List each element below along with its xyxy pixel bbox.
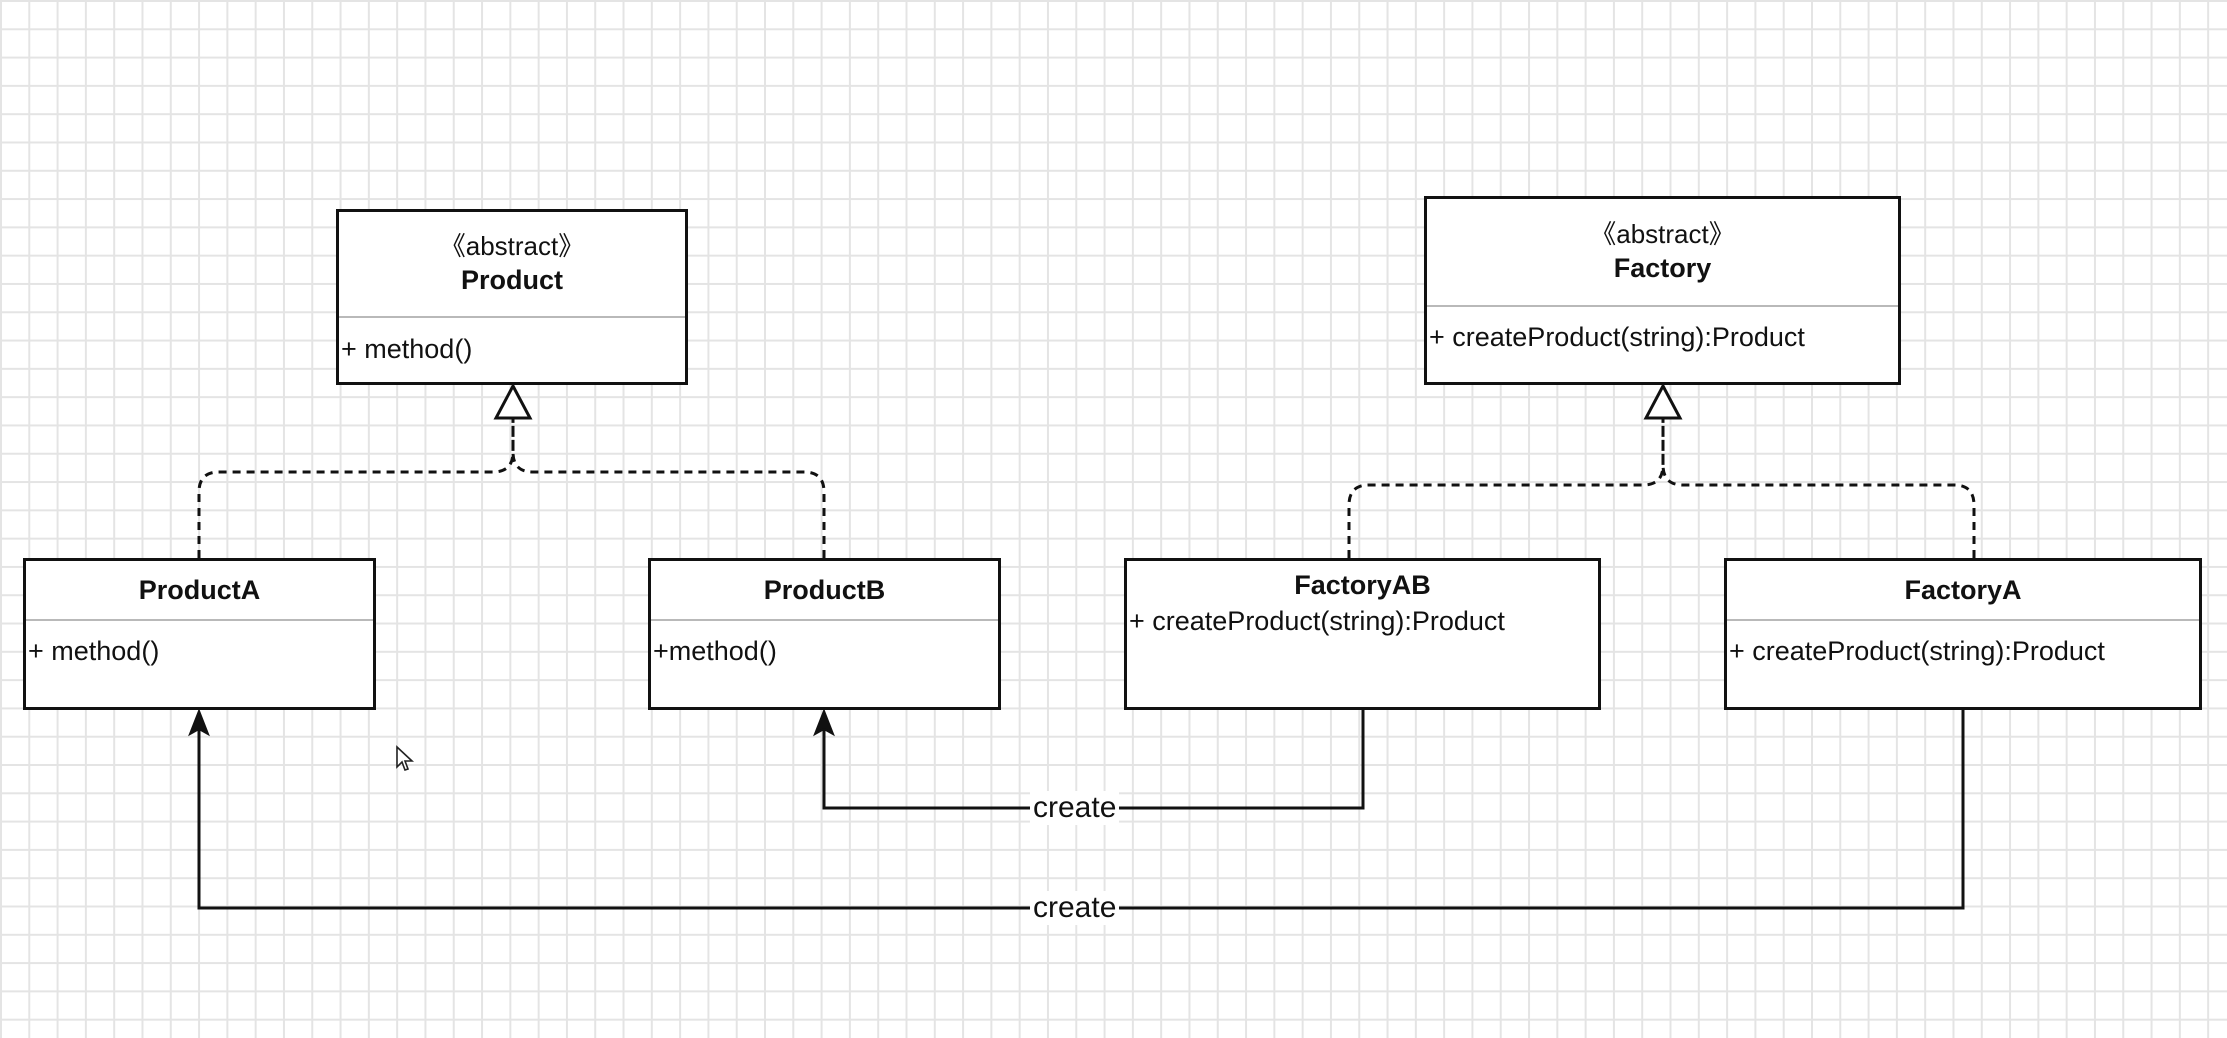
class-factorya-members: + createProduct(string):Product <box>1727 621 2199 669</box>
class-factory-stereotype: 《abstract》 <box>1590 219 1735 249</box>
class-product-members: + method() <box>339 318 685 367</box>
class-productb-name: ProductB <box>763 575 886 605</box>
class-productb[interactable]: ProductB +method() <box>648 558 1001 710</box>
class-producta-header: ProductA <box>26 561 373 621</box>
class-factorya-header: FactoryA <box>1727 561 2199 621</box>
class-producta-name: ProductA <box>138 575 261 605</box>
class-factory[interactable]: 《abstract》 Factory + createProduct(strin… <box>1424 196 1901 385</box>
create-label-producta: create <box>1030 891 1120 925</box>
class-product-stereotype: 《abstract》 <box>439 231 585 261</box>
realization-line-factoryab <box>1347 418 1665 558</box>
mouse-cursor-icon <box>396 745 415 772</box>
class-producta-members: + method() <box>26 621 373 669</box>
class-producta[interactable]: ProductA + method() <box>23 558 376 710</box>
class-productb-method: +method() <box>653 636 777 666</box>
class-factoryab-header: FactoryAB <box>1127 561 1598 603</box>
class-factorya[interactable]: FactoryA + createProduct(string):Product <box>1724 558 2202 710</box>
class-factoryab-members: + createProduct(string):Product <box>1127 603 1598 639</box>
create-arrowhead-productb <box>813 708 835 737</box>
class-productb-members: +method() <box>651 621 998 669</box>
realization-line-productb <box>511 418 826 558</box>
create-label-productb: create <box>1030 791 1120 825</box>
class-factorya-method: + createProduct(string):Product <box>1729 636 2105 666</box>
class-factoryab[interactable]: FactoryAB + createProduct(string):Produc… <box>1124 558 1601 710</box>
class-factorya-name: FactoryA <box>1904 575 2022 605</box>
create-arrowhead-producta <box>188 708 210 737</box>
inheritance-arrowhead-product <box>493 382 533 420</box>
inheritance-arrowhead-factory <box>1643 382 1683 420</box>
class-factory-method: + createProduct(string):Product <box>1429 322 1805 352</box>
class-product[interactable]: 《abstract》 Product + method() <box>336 209 688 385</box>
class-factoryab-method: + createProduct(string):Product <box>1129 606 1505 636</box>
class-factoryab-name: FactoryAB <box>1294 570 1431 600</box>
class-factory-header: 《abstract》 Factory <box>1427 199 1898 307</box>
class-product-header: 《abstract》 Product <box>339 212 685 318</box>
realization-line-factorya <box>1661 418 1976 558</box>
realization-line-producta <box>197 418 515 558</box>
class-factory-members: + createProduct(string):Product <box>1427 307 1898 355</box>
class-factory-name: Factory <box>1613 253 1712 283</box>
class-product-method: + method() <box>341 334 473 364</box>
class-producta-method: + method() <box>28 636 160 666</box>
class-product-name: Product <box>460 265 563 295</box>
class-productb-header: ProductB <box>651 561 998 621</box>
